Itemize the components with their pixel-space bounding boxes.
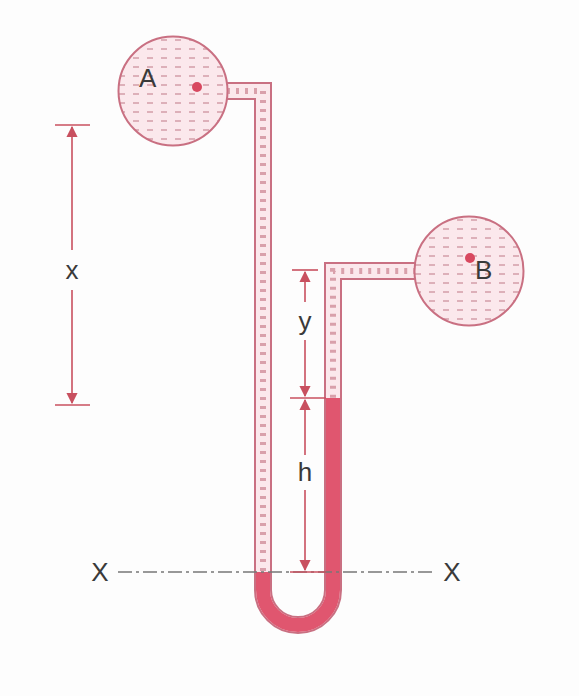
bulb-circle: A xyxy=(117,35,229,147)
datum-label: X xyxy=(89,558,110,586)
mercury-column xyxy=(263,398,333,625)
dimension-label: y xyxy=(297,307,314,335)
point-label: B xyxy=(475,257,492,283)
bulb-outline xyxy=(413,215,525,327)
dimension-x xyxy=(55,125,90,405)
dimension-y xyxy=(290,270,326,398)
point-label: A xyxy=(139,65,156,91)
datum-line xyxy=(118,571,436,572)
datum-label: X xyxy=(441,558,462,586)
dimension-label: x xyxy=(64,256,81,284)
bulb-circle: B xyxy=(413,215,525,327)
bulb-outline xyxy=(117,35,229,147)
dimension-h xyxy=(290,400,326,572)
u-tube-pipe xyxy=(227,91,415,625)
dimension-label: h xyxy=(296,458,314,486)
